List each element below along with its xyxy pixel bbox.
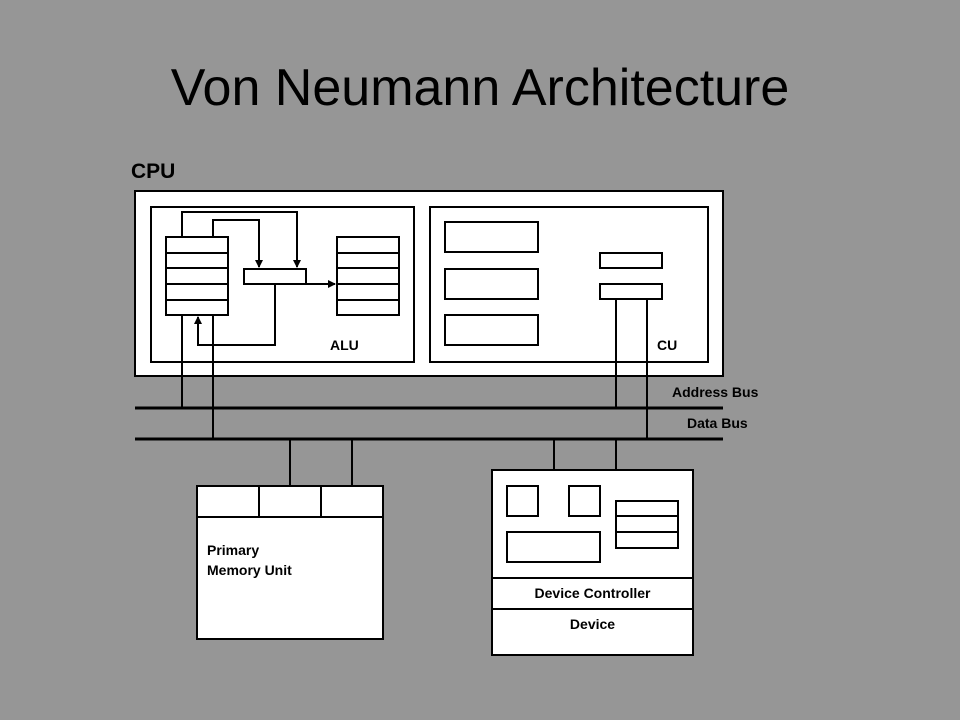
alu-label: ALU: [330, 337, 359, 353]
cu-block-3: [444, 314, 539, 346]
memory-label-line1: Primary: [207, 542, 260, 558]
alu-register-left: [165, 236, 229, 316]
cu-block-1: [444, 221, 539, 253]
device-label: Device: [569, 616, 616, 632]
alu-operation-box: [243, 268, 307, 285]
address-bus-label: Address Bus: [672, 384, 759, 400]
memory-label-line2: Memory Unit: [207, 562, 292, 578]
cu-block-2: [444, 268, 539, 300]
cu-label: CU: [657, 337, 678, 353]
alu-path-feedback: [194, 284, 276, 346]
cu-register-2: [599, 283, 663, 300]
device-box: [491, 469, 694, 656]
data-bus-label: Data Bus: [687, 415, 748, 431]
alu-path-upper: [181, 211, 301, 268]
primary-memory-box: [196, 485, 384, 640]
cpu-label: CPU: [131, 160, 176, 183]
alu-register-right: [336, 236, 400, 316]
device-controller-label: Device Controller: [534, 585, 651, 601]
alu-path-middle: [212, 219, 263, 268]
slide-title: Von Neumann Architecture: [170, 59, 790, 117]
cu-register-1: [599, 252, 663, 269]
